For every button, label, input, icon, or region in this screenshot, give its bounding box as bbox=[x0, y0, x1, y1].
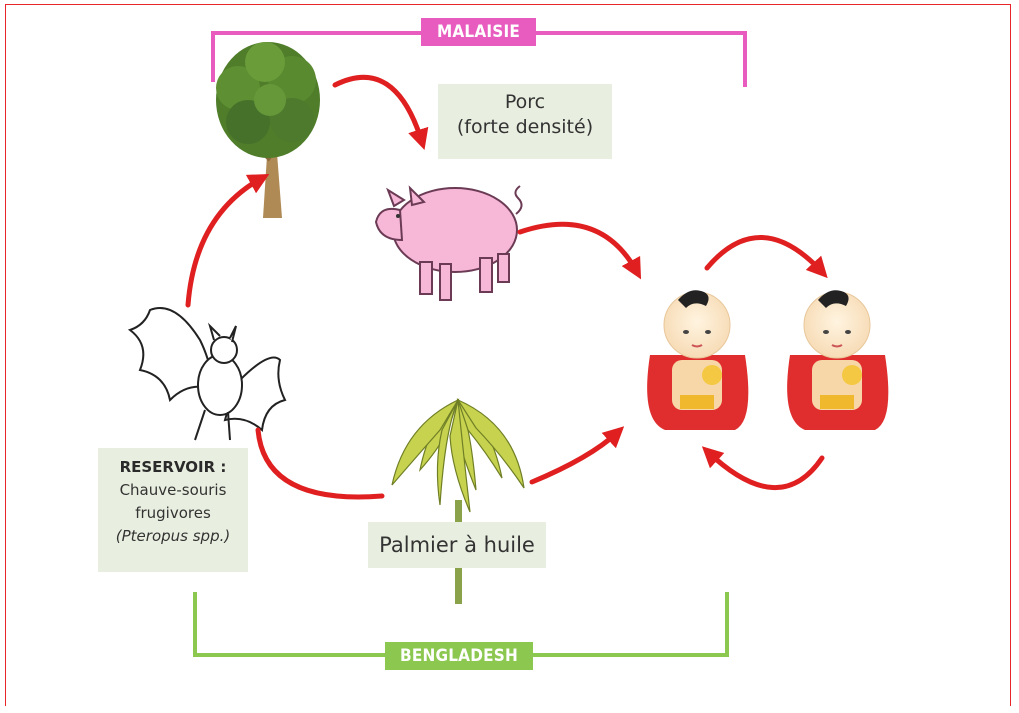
arrow-pig-to-child bbox=[520, 224, 637, 272]
palm-tree-icon bbox=[392, 400, 524, 604]
arrow-bat-to-tree bbox=[188, 178, 262, 305]
reservoir-label-box: RESERVOIR : Chauve-souris frugivores (Pt… bbox=[98, 448, 248, 572]
arrow-palm-to-child bbox=[532, 432, 618, 482]
bat-icon bbox=[130, 308, 285, 440]
bangladesh-label: BENGLADESH bbox=[385, 642, 533, 670]
child-icon bbox=[787, 290, 888, 430]
reservoir-title: RESERVOIR : bbox=[98, 456, 248, 479]
pig-label-box: Porc (forte densité) bbox=[438, 84, 612, 159]
pig-label: Porc bbox=[438, 90, 612, 115]
arrow-child-to-child bbox=[707, 237, 822, 272]
malaisie-label: MALAISIE bbox=[421, 18, 536, 46]
child-icon bbox=[647, 290, 748, 430]
reservoir-line2: frugivores bbox=[98, 502, 248, 525]
arrow-bat-to-palm bbox=[258, 430, 382, 497]
pig-detail-label: (forte densité) bbox=[438, 115, 612, 140]
palm-label: Palmier à huile bbox=[368, 522, 546, 568]
pig-icon bbox=[376, 186, 522, 300]
arrow-child-return bbox=[708, 452, 822, 488]
reservoir-line1: Chauve-souris bbox=[98, 479, 248, 502]
tree-icon bbox=[216, 42, 320, 218]
arrow-tree-to-pig bbox=[335, 77, 422, 142]
reservoir-latin: (Pteropus spp.) bbox=[98, 525, 248, 548]
